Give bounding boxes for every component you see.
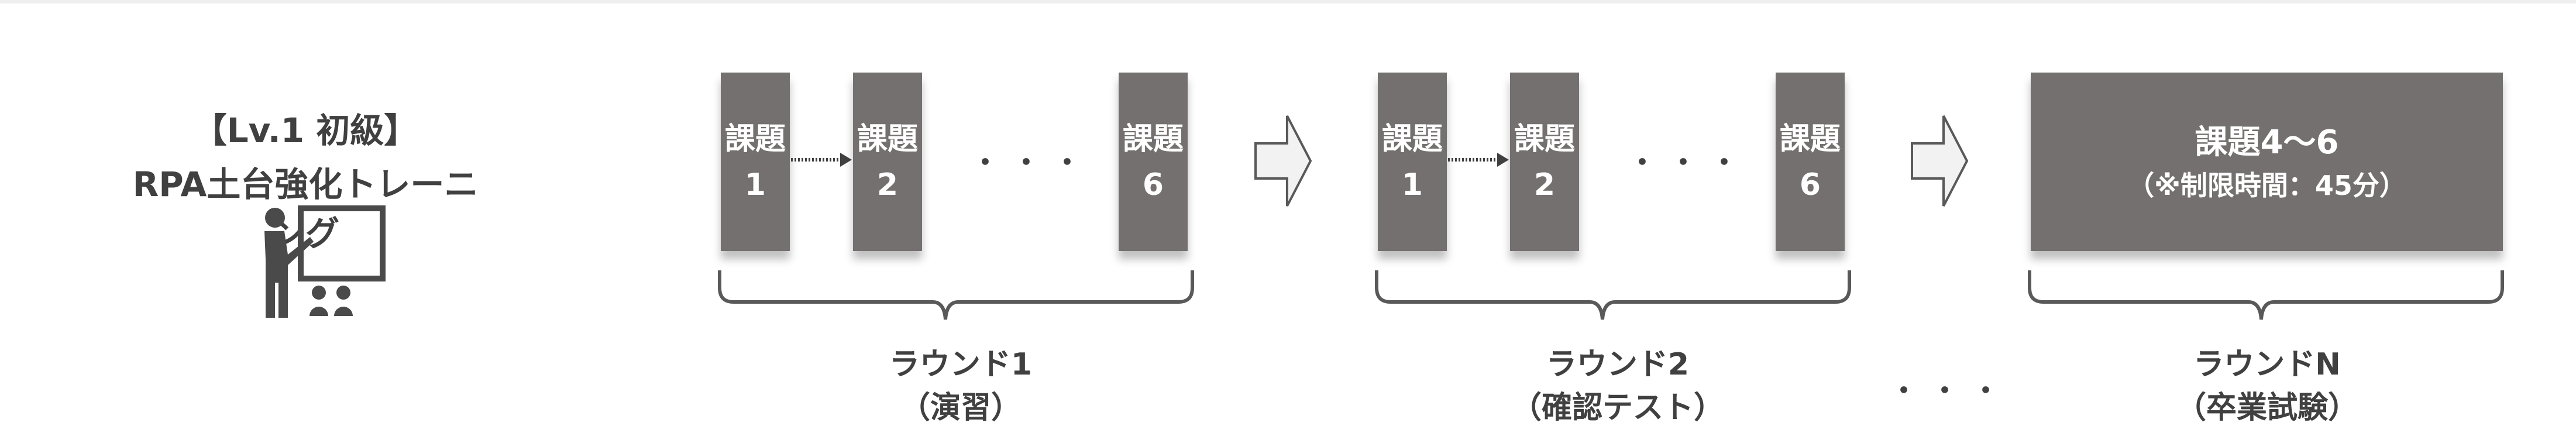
top-divider: [0, 0, 2576, 4]
final-exam-box: 課題4～6 （※制限時間：45分）: [2031, 73, 2503, 251]
round1-name: ラウンド1: [889, 347, 1033, 382]
brace-icon: [1375, 270, 1851, 320]
ellipsis: ・・・: [971, 146, 1095, 179]
round2-name: ラウンド2: [1546, 347, 1690, 382]
time-limit-note: （※制限時間：45分）: [2127, 169, 2406, 201]
block-arrow-right-icon: [1911, 115, 1969, 207]
rounds-ellipsis: ・・・: [1890, 375, 2013, 407]
teacher-presentation-icon: [264, 205, 386, 318]
final-tasks: 課題4～6: [2195, 123, 2339, 162]
roundN-sub: （卒業試験）: [2175, 390, 2358, 425]
dotted-arrow-icon: [1448, 153, 1509, 167]
brace-icon: [2028, 270, 2504, 320]
round1-sub: （演習）: [899, 390, 1022, 425]
course-level: 【Lv.1 初級】: [192, 111, 418, 150]
round2-sub: （確認テスト）: [1511, 390, 1724, 425]
dotted-arrow-icon: [791, 153, 852, 167]
block-arrow-right-icon: [1254, 115, 1312, 207]
roundN-name: ラウンドN: [2193, 347, 2341, 382]
course-title: RPA土台強化トレーニング: [132, 164, 479, 253]
ellipsis: ・・・: [1628, 146, 1752, 179]
brace-icon: [718, 270, 1194, 320]
